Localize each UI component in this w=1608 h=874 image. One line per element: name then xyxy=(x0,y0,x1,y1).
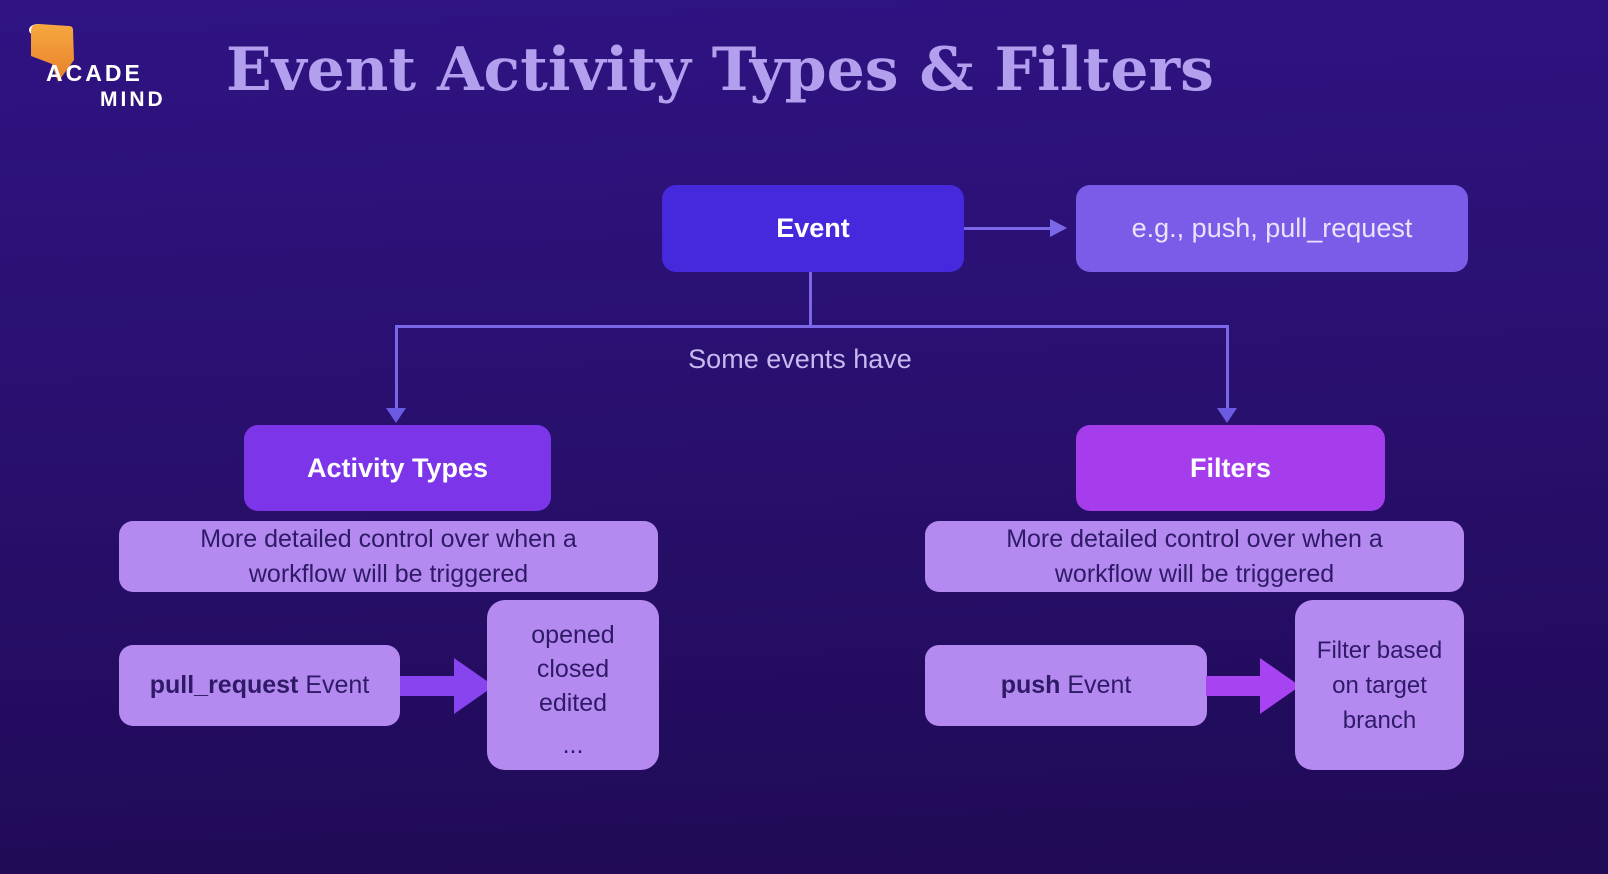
pull-request-event-box: pull_request Event xyxy=(119,645,400,726)
pull-request-keyword: pull_request xyxy=(149,671,299,699)
arrowhead-down-left-icon xyxy=(386,408,406,423)
activity-value-ellipsis: ... xyxy=(562,731,584,759)
activity-types-label: Activity Types xyxy=(306,452,489,483)
filter-result-label: Filter based on target branch xyxy=(1316,636,1443,734)
push-event-label: push Event xyxy=(1001,668,1132,703)
branch-label: Some events have xyxy=(688,344,912,374)
activity-value: opened xyxy=(531,621,615,649)
push-keyword: push xyxy=(1000,671,1061,699)
activity-types-description-box: More detailed control over when a workfl… xyxy=(119,521,658,592)
event-example-node: e.g., push, pull_request xyxy=(1076,185,1468,272)
filters-description-box: More detailed control over when a workfl… xyxy=(925,521,1464,592)
event-example-label: e.g., push, pull_request xyxy=(1131,213,1413,243)
event-node-label: Event xyxy=(776,213,850,243)
connector-event-stem xyxy=(809,271,812,326)
logo-text-acade: ACADE xyxy=(46,60,143,86)
event-node: Event xyxy=(662,185,964,272)
push-suffix: Event xyxy=(1060,671,1132,699)
filters-node: Filters xyxy=(1076,425,1385,511)
filters-description: More detailed control over when a workfl… xyxy=(1006,524,1383,588)
connector-drop-left xyxy=(395,325,398,410)
arrowhead-down-right-icon xyxy=(1217,408,1237,423)
block-arrow-right-icon xyxy=(1206,658,1300,714)
activity-value: closed xyxy=(536,655,610,683)
page-title: Event Activity Types & Filters xyxy=(226,35,1214,105)
pull-request-event-label: pull_request Event xyxy=(150,668,370,703)
academind-logo: ACADE MIND xyxy=(28,18,208,118)
arrowhead-right-icon xyxy=(1050,219,1067,237)
logo-text-mind: MIND xyxy=(100,88,166,111)
connector-event-to-example xyxy=(964,227,1056,230)
activity-types-node: Activity Types xyxy=(244,425,551,511)
academind-ribbon-icon xyxy=(29,24,74,82)
connector-drop-right xyxy=(1226,325,1229,410)
filters-label: Filters xyxy=(1189,452,1272,483)
push-event-box: push Event xyxy=(925,645,1207,726)
connector-branch-horizontal xyxy=(396,325,1229,328)
activity-values-box: opened closed edited ... xyxy=(487,600,659,770)
activity-value: edited xyxy=(538,689,608,717)
block-arrow-left-icon xyxy=(400,658,494,714)
activity-types-description: More detailed control over when a workfl… xyxy=(200,524,577,588)
filter-result-box: Filter based on target branch xyxy=(1295,600,1464,770)
pull-request-suffix: Event xyxy=(298,671,370,699)
